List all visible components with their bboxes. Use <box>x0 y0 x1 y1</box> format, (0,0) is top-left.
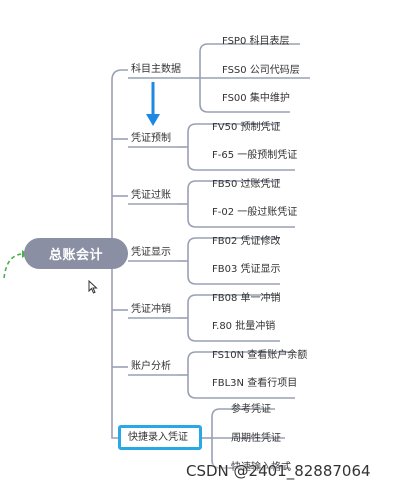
leaf-label: FB03 凭证显示 <box>212 264 281 275</box>
branch-display-document[interactable]: 凭证显示 <box>131 246 171 260</box>
root-node[interactable]: 总账会计 <box>24 238 128 269</box>
leaf-label: 参考凭证 <box>231 404 271 415</box>
leaf-label: F.80 批量冲销 <box>212 321 276 332</box>
leaf-fb03[interactable]: FB03 凭证显示 <box>212 263 281 277</box>
branch-reverse-document[interactable]: 凭证冲销 <box>131 303 171 317</box>
leaf-fsp0[interactable]: FSP0 科目表层 <box>222 35 290 49</box>
down-arrow-icon <box>146 82 160 126</box>
leaf-connectors <box>178 43 310 469</box>
leaf-label: FSS0 公司代码层 <box>222 65 300 76</box>
branch-master-data[interactable]: 科目主数据 <box>131 63 181 77</box>
leaf-fb02[interactable]: FB02 凭证修改 <box>212 235 281 249</box>
branch-label: 科目主数据 <box>131 64 181 75</box>
leaf-label: FS00 集中维护 <box>222 93 290 104</box>
leaf-label: FV50 预制凭证 <box>212 122 281 133</box>
leaf-fv50[interactable]: FV50 预制凭证 <box>212 121 281 135</box>
branch-underlines <box>128 77 190 376</box>
incoming-dashed-connector <box>3 253 23 279</box>
mouse-cursor-icon <box>88 280 98 294</box>
leaf-label: F-65 一般预制凭证 <box>212 150 298 161</box>
leaf-f80[interactable]: F.80 批量冲销 <box>212 320 275 334</box>
branch-post-document[interactable]: 凭证过账 <box>131 189 171 203</box>
leaf-fast-entry-layout[interactable]: 快速输入格式 <box>231 461 291 475</box>
leaf-recurring-document[interactable]: 周期性凭证 <box>231 432 281 446</box>
leaf-label: 周期性凭证 <box>231 433 281 444</box>
leaf-reference-document[interactable]: 参考凭证 <box>231 403 271 417</box>
leaf-label: FS10N 查看账户余额 <box>212 350 308 361</box>
leaf-f02[interactable]: F-02 一般过账凭证 <box>212 206 297 220</box>
branch-account-analysis[interactable]: 账户分析 <box>131 360 171 374</box>
branch-label: 凭证过账 <box>131 190 171 201</box>
leaf-label: FB50 过账凭证 <box>212 179 281 190</box>
branch-park-document[interactable]: 凭证预制 <box>131 132 171 146</box>
leaf-label: F-02 一般过账凭证 <box>212 207 298 218</box>
leaf-label: FBL3N 查看行项目 <box>212 378 298 389</box>
leaf-f65[interactable]: F-65 一般预制凭证 <box>212 149 297 163</box>
leaf-label: FB08 单一冲销 <box>212 293 281 304</box>
branch-label: 账户分析 <box>131 361 171 372</box>
branch-label: 凭证预制 <box>131 133 171 144</box>
branch-quick-entry[interactable]: 快捷录入凭证 <box>128 431 188 445</box>
branch-label: 凭证冲销 <box>131 304 171 315</box>
leaf-fb50[interactable]: FB50 过账凭证 <box>212 178 281 192</box>
quick-entry-highlight-box <box>118 425 202 450</box>
branch-label: 快捷录入凭证 <box>128 432 188 443</box>
leaf-label: FB02 凭证修改 <box>212 236 281 247</box>
leaf-label: FSP0 科目表层 <box>222 36 290 47</box>
leaf-label: 快速输入格式 <box>231 462 291 473</box>
leaf-fs00[interactable]: FS00 集中维护 <box>222 92 290 106</box>
leaf-fb08[interactable]: FB08 单一冲销 <box>212 292 281 306</box>
branch-label: 凭证显示 <box>131 247 171 258</box>
watermark-text: CSDN @2401_82887064 <box>186 462 371 480</box>
leaf-fs10n[interactable]: FS10N 查看账户余额 <box>212 349 307 363</box>
leaf-fbl3n[interactable]: FBL3N 查看行项目 <box>212 377 297 391</box>
root-label: 总账会计 <box>48 248 103 263</box>
leaf-fss0[interactable]: FSS0 公司代码层 <box>222 64 300 78</box>
